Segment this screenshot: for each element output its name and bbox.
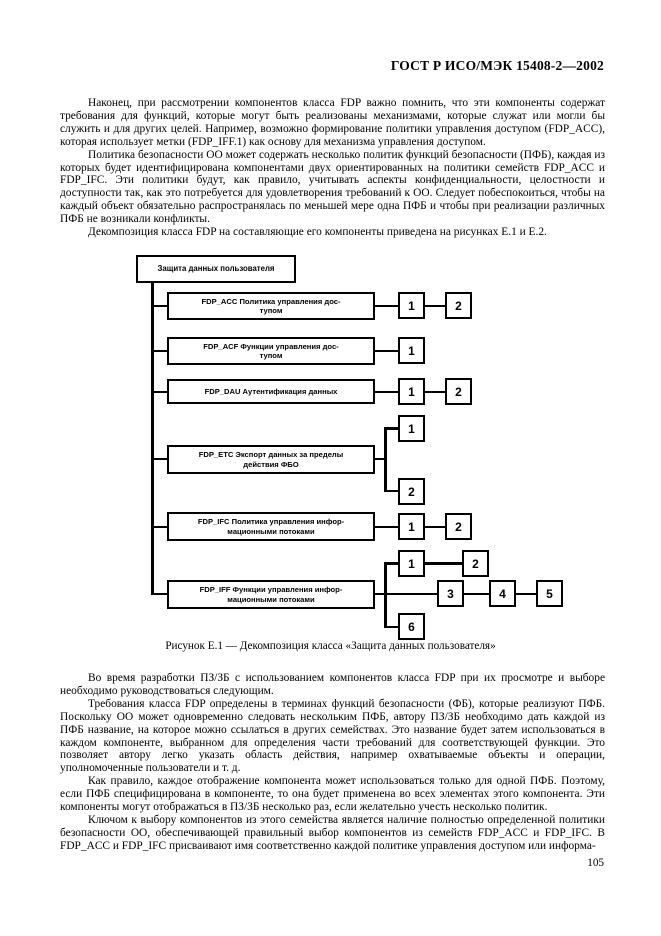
connector-horizontal [375, 592, 384, 595]
connector-horizontal [375, 390, 398, 393]
spine-vertical [151, 283, 154, 595]
paragraph: Во время разработки ПЗ/ЗБ с использовани… [60, 672, 605, 697]
connector-stub [151, 390, 167, 393]
connector-stub [151, 349, 167, 352]
figure-component-label: 1 [408, 298, 415, 313]
figure-component-box: 1 [398, 415, 425, 442]
connector-horizontal [384, 562, 398, 565]
figure-family-label: FDP_ACF Функции управления дос-тупом [203, 341, 339, 360]
figure-family-label: FDP_ACC Политика управления дос-тупом [201, 296, 341, 315]
figure-family-box: FDP_IFC Политика управления инфор-мацион… [167, 512, 375, 541]
figure-component-box: 1 [398, 378, 425, 405]
figure-component-label: 1 [408, 384, 415, 399]
figure-component-box: 2 [462, 550, 489, 577]
figure-root-box: Защита данных пользователя [136, 255, 296, 283]
figure-component-box: 2 [445, 378, 472, 405]
connector-horizontal [425, 304, 445, 307]
figure-component-box: 1 [398, 337, 425, 364]
connector-stub [151, 525, 167, 528]
figure-component-label: 1 [408, 343, 415, 358]
figure-component-box: 2 [398, 478, 425, 505]
connector-horizontal [384, 489, 398, 492]
figure-component-box: 2 [445, 292, 472, 319]
branch-vertical [384, 427, 387, 492]
paragraph: Политика безопасности ОО может содержать… [60, 148, 605, 226]
connector-stub [151, 592, 167, 595]
connector-horizontal [375, 525, 398, 528]
figure-component-box: 6 [398, 613, 425, 640]
figure-family-box: FDP_IFF Функции управления инфор-мационн… [167, 580, 375, 609]
connector-stub [151, 304, 167, 307]
figure-component-label: 5 [546, 586, 553, 601]
figure-family-box: FDP_ACC Политика управления дос-тупом [167, 292, 375, 320]
figure-component-box: 3 [437, 580, 464, 607]
paragraph: Ключом к выбору компонентов из этого сем… [60, 813, 605, 852]
figure-component-label: 2 [472, 556, 479, 571]
connector-stub [151, 457, 167, 460]
paragraph: Как правило, каждое отображение компонен… [60, 775, 605, 814]
figure-component-box: 1 [398, 550, 425, 577]
figure-component-label: 2 [408, 484, 415, 499]
figure-caption: Рисунок Е.1 — Декомпозиция класса «Защит… [165, 640, 496, 652]
connector-horizontal [375, 457, 384, 460]
connector-horizontal [384, 625, 398, 628]
standard-header: ГОСТ Р ИСО/МЭК 15408-2—2002 [390, 58, 604, 73]
figure-component-label: 1 [408, 421, 415, 436]
body-text-bottom: Во время разработки ПЗ/ЗБ с использовани… [60, 672, 605, 853]
connector-horizontal [425, 525, 445, 528]
connector-horizontal [425, 390, 445, 393]
body-text-top: Наконец, при рассмотрении компонентов кл… [60, 97, 605, 239]
paragraph: Декомпозиция класса FDP на составляющие … [88, 226, 547, 239]
figure-component-box: 1 [398, 292, 425, 319]
figure-family-box: FDP_ACF Функции управления дос-тупом [167, 337, 375, 365]
figure-family-label: FDP_IFF Функции управления инфор-мационн… [199, 585, 343, 604]
connector-horizontal [384, 592, 437, 595]
figure-component-box: 1 [398, 513, 425, 540]
figure-component-label: 3 [447, 586, 454, 601]
figure-component-box: 5 [536, 580, 563, 607]
figure-family-label: FDP_IFC Политика управления инфор-мацион… [197, 517, 345, 536]
connector-horizontal [375, 349, 398, 352]
figure-component-label: 4 [499, 586, 506, 601]
figure-component-label: 2 [455, 384, 462, 399]
connector-horizontal [384, 427, 398, 430]
connector-horizontal [375, 304, 398, 307]
connector-horizontal [516, 592, 536, 595]
connector-horizontal [464, 592, 489, 595]
page-number: 105 [587, 857, 604, 869]
figure-component-label: 1 [408, 519, 415, 534]
figure-component-box: 2 [445, 513, 472, 540]
paragraph: Наконец, при рассмотрении компонентов кл… [60, 97, 605, 148]
figure-component-label: 2 [455, 298, 462, 313]
figure-family-box: FDP_DAU Аутентификация данных [167, 379, 375, 404]
paragraph: Требования класса FDP определены в терми… [60, 697, 605, 775]
branch-vertical [384, 562, 387, 628]
figure-component-box: 4 [489, 580, 516, 607]
figure-component-label: 2 [455, 519, 462, 534]
figure-family-label: FDP_DAU Аутентификация данных [204, 386, 338, 396]
connector-horizontal [425, 562, 462, 565]
figure-component-label: 1 [408, 556, 415, 571]
figure-component-label: 6 [408, 619, 415, 634]
